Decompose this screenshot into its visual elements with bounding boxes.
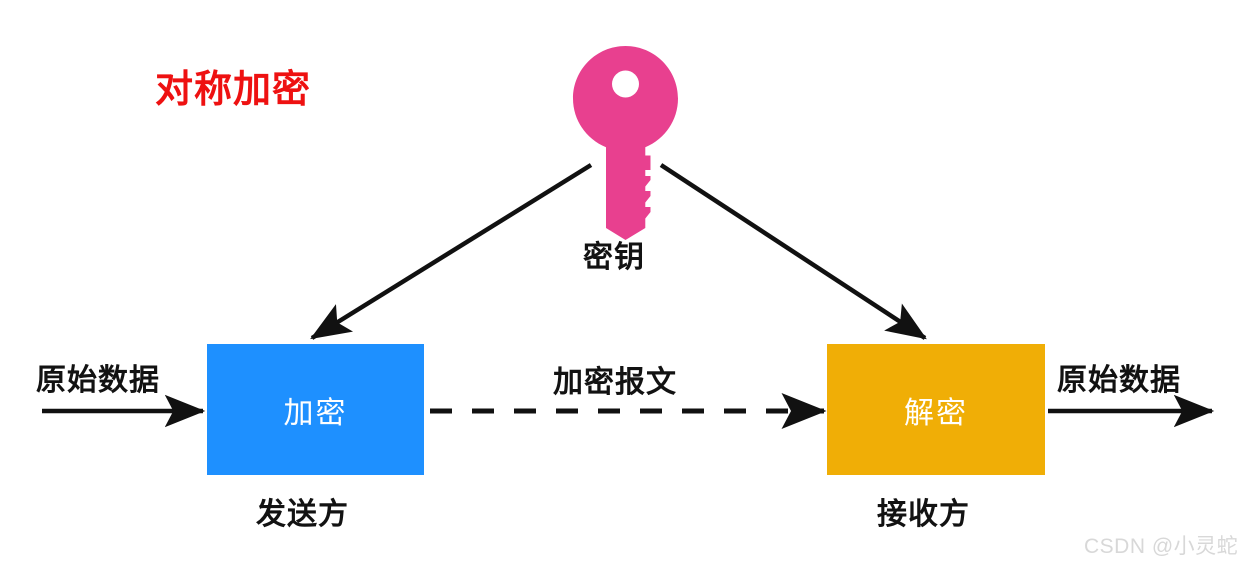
key-label: 密钥 [583,241,645,274]
arrow-key-to-decrypt [659,163,927,340]
encrypt-box[interactable]: 加密 [207,344,424,475]
key-icon [573,46,678,240]
receiver-caption: 接收方 [877,498,970,531]
sender-caption: 发送方 [256,498,349,531]
output-plaintext-label: 原始数据 [1057,364,1181,397]
page-title: 对称加密 [155,69,312,111]
decrypt-box[interactable]: 解密 [827,344,1045,475]
input-plaintext-label: 原始数据 [36,364,160,397]
encrypt-box-label: 加密 [283,396,348,430]
decrypt-box-label: 解密 [904,396,968,430]
arrow-key-to-encrypt [310,163,593,340]
ciphertext-label: 加密报文 [553,366,677,399]
watermark: CSDN @小灵蛇 [1084,535,1239,558]
